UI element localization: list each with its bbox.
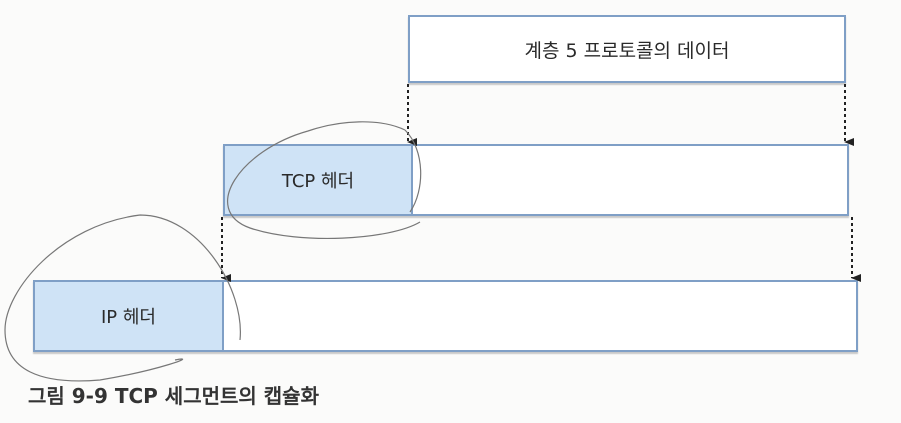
handdrawn-circle-tcp xyxy=(227,121,422,240)
layer5-data-label: 계층 5 프로토콜의 데이터 xyxy=(524,39,730,62)
ip-datagram-box: IP 헤더 xyxy=(33,280,858,352)
layer5-data-box: 계층 5 프로토콜의 데이터 xyxy=(408,15,846,83)
handdrawn-circle-ip xyxy=(4,214,241,382)
figure-caption: 그림 9-9 TCP 세그먼트의 캡슐화 xyxy=(28,384,319,408)
ip-header: IP 헤더 xyxy=(35,282,224,350)
tcp-segment-box: TCP 헤더 xyxy=(223,144,849,216)
tcp-header: TCP 헤더 xyxy=(225,146,413,214)
